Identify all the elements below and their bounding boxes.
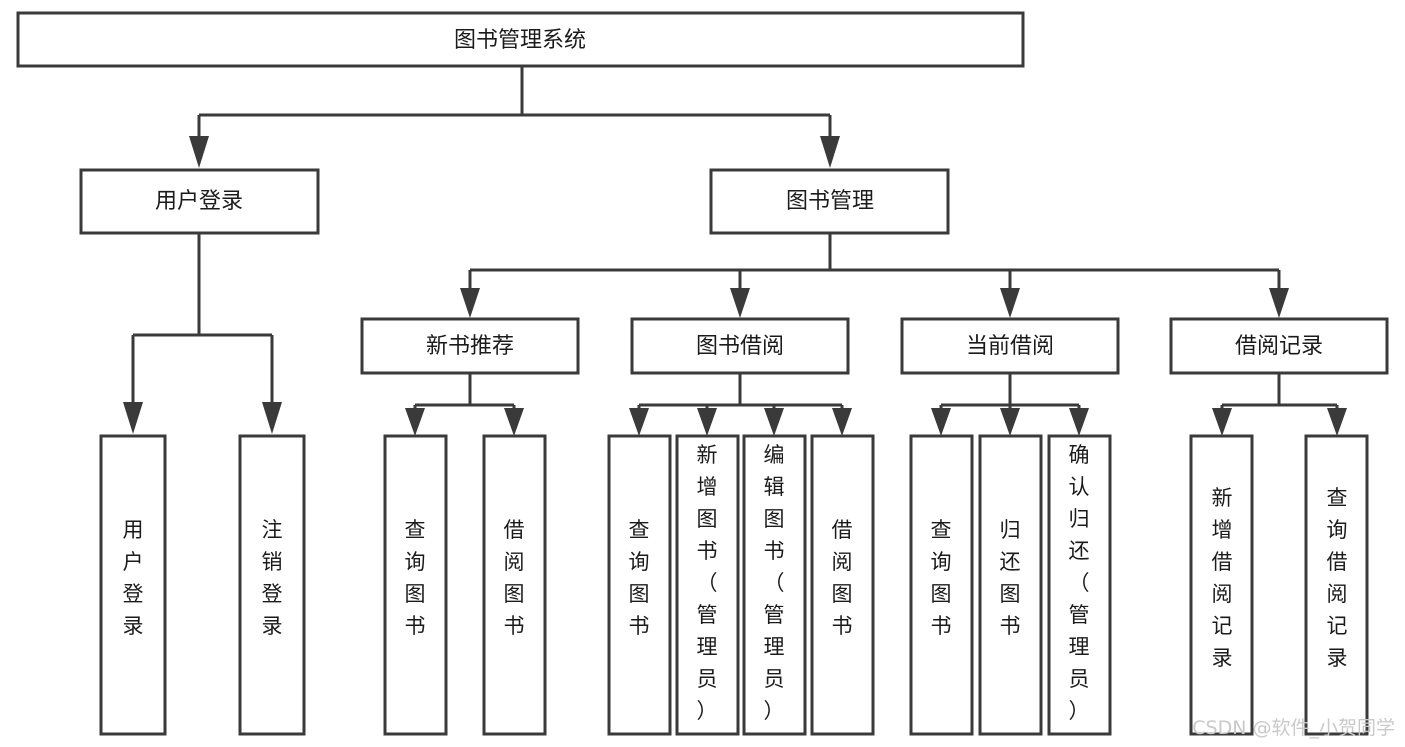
node-leaf-borrow-lend-label: 借阅图书 (832, 518, 853, 638)
node-leaf-record-add-box[interactable] (1189, 434, 1254, 736)
arrow-head-user-login (189, 136, 209, 168)
arrow-head-book-mgmt (820, 136, 840, 168)
node-leaf-rec-query-box[interactable] (383, 434, 448, 736)
node-leaf-borrow-lend[interactable]: 借阅图书 (810, 434, 875, 736)
arrow-head-leaf-user-login (123, 402, 143, 434)
node-leaf-rec-borrow-label: 借阅图书 (504, 518, 525, 638)
arrow-head-leaf-rec-borrow (504, 408, 524, 436)
node-leaf-user-logout[interactable]: 注销登录 (238, 434, 306, 736)
node-leaf-record-query[interactable]: 查询借阅记录 (1304, 434, 1369, 736)
node-leaf-current-confirm-box[interactable] (1047, 434, 1112, 736)
arrow-head-leaf-user-logout (262, 402, 282, 434)
node-root-label: 图书管理系统 (454, 28, 586, 53)
arrow-head-leaf-rec-query (405, 408, 425, 436)
node-leaf-user-login[interactable]: 用户登录 (99, 434, 167, 736)
node-leaf-record-add[interactable]: 新增借阅记录 (1189, 434, 1254, 736)
arrow-head-leaf-borrow-add (697, 408, 717, 436)
node-leaf-current-confirm-label: 确认归还（管理员） (1069, 443, 1090, 723)
node-leaf-current-confirm[interactable]: 确认归还（管理员） (1047, 434, 1112, 736)
node-leaf-borrow-add-label: 新增图书（管理员） (697, 443, 718, 723)
arrow-head-current-borrow (1000, 288, 1020, 318)
arrow-head-leaf-current-confirm (1069, 408, 1089, 436)
node-leaf-user-logout-label: 注销登录 (262, 518, 283, 638)
arrow-head-leaf-current-return (1000, 408, 1020, 436)
node-new-book-rec-box[interactable] (360, 317, 580, 375)
node-leaf-rec-query[interactable]: 查询图书 (383, 434, 448, 736)
node-leaf-borrow-edit-label: 编辑图书（管理员） (764, 443, 785, 723)
node-book-mgmt-box[interactable] (709, 168, 950, 235)
node-leaf-current-return-label: 归还图书 (1000, 518, 1021, 638)
arrow-head-book-borrow (730, 288, 750, 318)
node-user-login[interactable]: 用户登录 (79, 168, 320, 235)
connector-layer (123, 66, 1347, 436)
node-book-borrow[interactable]: 图书借阅 (630, 317, 850, 375)
node-root-box[interactable] (16, 11, 1025, 68)
node-book-borrow-box[interactable] (630, 317, 850, 375)
arrow-head-leaf-record-add (1212, 408, 1232, 436)
arrow-head-leaf-borrow-query (629, 408, 649, 436)
arrow-head-leaf-borrow-edit (764, 408, 784, 436)
node-new-book-rec-label: 新书推荐 (426, 334, 514, 359)
node-leaf-current-return[interactable]: 归还图书 (978, 434, 1043, 736)
node-leaf-current-query-box[interactable] (909, 434, 974, 736)
arrow-head-borrow-record (1269, 288, 1289, 318)
node-root[interactable]: 图书管理系统 (16, 11, 1025, 68)
node-leaf-user-login-box[interactable] (99, 434, 167, 736)
node-leaf-current-query[interactable]: 查询图书 (909, 434, 974, 736)
node-leaf-current-return-box[interactable] (978, 434, 1043, 736)
arrow-head-leaf-current-query (931, 408, 951, 436)
csdn-watermark: CSDN @软件_小贺同学 (1192, 717, 1395, 739)
node-leaf-user-logout-box[interactable] (238, 434, 306, 736)
node-leaf-user-login-label: 用户登录 (123, 518, 144, 638)
node-leaf-borrow-add[interactable]: 新增图书（管理员） (675, 434, 740, 736)
node-current-borrow[interactable]: 当前借阅 (900, 317, 1120, 375)
node-leaf-record-add-label: 新增借阅记录 (1212, 486, 1233, 670)
arrow-head-leaf-record-query (1327, 408, 1347, 436)
node-borrow-record-label: 借阅记录 (1235, 334, 1323, 359)
node-new-book-rec[interactable]: 新书推荐 (360, 317, 580, 375)
node-leaf-borrow-query[interactable]: 查询图书 (607, 434, 672, 736)
node-leaf-borrow-edit-box[interactable] (742, 434, 807, 736)
node-leaf-rec-query-label: 查询图书 (405, 518, 426, 638)
node-leaf-borrow-query-label: 查询图书 (629, 518, 650, 638)
node-leaf-borrow-query-box[interactable] (607, 434, 672, 736)
node-leaf-borrow-edit[interactable]: 编辑图书（管理员） (742, 434, 807, 736)
node-leaf-borrow-add-box[interactable] (675, 434, 740, 736)
node-user-login-label: 用户登录 (155, 189, 243, 214)
node-leaf-borrow-lend-box[interactable] (810, 434, 875, 736)
arrow-head-new-book-rec (460, 288, 480, 318)
node-book-mgmt[interactable]: 图书管理 (709, 168, 950, 235)
node-current-borrow-label: 当前借阅 (966, 334, 1054, 359)
node-book-mgmt-label: 图书管理 (786, 189, 874, 214)
node-book-borrow-label: 图书借阅 (696, 334, 784, 359)
node-leaf-rec-borrow-box[interactable] (482, 434, 547, 736)
node-user-login-box[interactable] (79, 168, 320, 235)
node-borrow-record-box[interactable] (1169, 317, 1389, 375)
node-borrow-record[interactable]: 借阅记录 (1169, 317, 1389, 375)
node-leaf-current-query-label: 查询图书 (931, 518, 952, 638)
node-current-borrow-box[interactable] (900, 317, 1120, 375)
node-leaf-record-query-box[interactable] (1304, 434, 1369, 736)
node-leaf-rec-borrow[interactable]: 借阅图书 (482, 434, 547, 736)
node-leaf-record-query-label: 查询借阅记录 (1327, 486, 1348, 670)
arrow-head-leaf-borrow-lend (832, 408, 852, 436)
